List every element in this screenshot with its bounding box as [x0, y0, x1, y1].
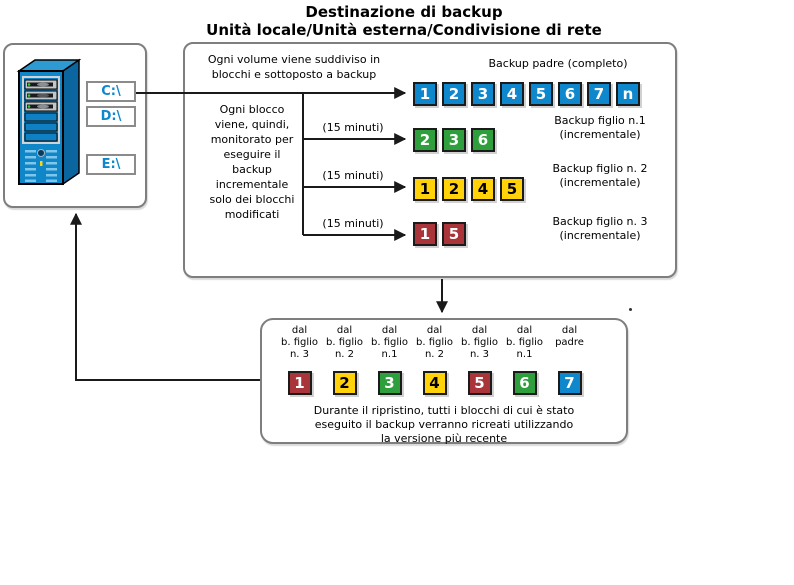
backup-process-box: Ogni volume viene suddiviso in blocchi e…: [183, 42, 677, 278]
tower-vents: [25, 150, 57, 182]
restore-source-label: dal b. figlio n. 3: [460, 325, 499, 360]
block: 2: [332, 371, 357, 395]
drive-d: D:\: [86, 106, 136, 127]
block: 7: [557, 371, 582, 395]
block: 5: [529, 82, 553, 106]
power-button: [37, 149, 45, 157]
restore-column: dal b. figlio n. 3 5: [457, 325, 502, 395]
interval-label-3: (15 minuti): [322, 217, 384, 230]
block: 3: [377, 371, 402, 395]
block: 1: [287, 371, 312, 395]
restore-source-label: dal b. figlio n. 3: [280, 325, 319, 360]
block: 7: [587, 82, 611, 106]
parent-backup-label: Backup padre (completo): [488, 57, 628, 70]
block: 5: [467, 371, 492, 395]
interval-label-1: (15 minuti): [322, 121, 384, 134]
restore-source-label: dal padre: [555, 325, 584, 348]
drive-e-label: E:\: [101, 157, 121, 172]
server-tower-illustration: [16, 58, 82, 186]
volume-split-note: Ogni volume viene suddiviso in blocchi e…: [207, 53, 381, 81]
child3-backup-blocks: 1 5: [413, 222, 466, 246]
block: 6: [512, 371, 537, 395]
restore-source-label: dal b. figlio n.1: [370, 325, 409, 360]
diagram-title: Destinazione di backup Unità locale/Unit…: [14, 3, 794, 39]
block: 2: [413, 128, 437, 152]
block: 4: [471, 177, 495, 201]
restore-column: dal b. figlio n. 2 4: [412, 325, 457, 395]
block: 1: [413, 177, 437, 201]
restore-note: Durante il ripristino, tutti i blocchi d…: [313, 404, 575, 445]
child1-backup-label: Backup figlio n.1 (incrementale): [554, 114, 646, 141]
drive-d-label: D:\: [100, 109, 122, 124]
block: 4: [422, 371, 447, 395]
child3-backup-label: Backup figlio n. 3 (incrementale): [552, 215, 648, 242]
block: 1: [413, 222, 437, 246]
block: 5: [442, 222, 466, 246]
restore-column: dal b. figlio n. 2 2: [322, 325, 367, 395]
title-line-1: Destinazione di backup: [305, 3, 503, 21]
restore-column: dal b. figlio n. 3 1: [277, 325, 322, 395]
block: n: [616, 82, 640, 106]
restore-source-label: dal b. figlio n. 2: [325, 325, 364, 360]
block: 3: [471, 82, 495, 106]
block: 2: [442, 177, 466, 201]
power-led: [40, 161, 43, 166]
interval-label-2: (15 minuti): [322, 169, 384, 182]
restore-source-label: dal b. figlio n.1: [505, 325, 544, 360]
tower-side-face: [62, 58, 80, 186]
block: 3: [442, 128, 466, 152]
restore-column: dal b. figlio n.1 3: [367, 325, 412, 395]
block: 6: [471, 128, 495, 152]
restore-column: dal b. figlio n.1 6: [502, 325, 547, 395]
child1-backup-blocks: 2 3 6: [413, 128, 495, 152]
restore-columns: dal b. figlio n. 3 1 dal b. figlio n. 2 …: [277, 325, 592, 395]
tower-drive-bays: [24, 79, 58, 142]
restore-box: dal b. figlio n. 3 1 dal b. figlio n. 2 …: [260, 318, 628, 445]
block: 5: [500, 177, 524, 201]
child2-backup-label: Backup figlio n. 2 (incrementale): [552, 162, 648, 189]
block: 2: [442, 82, 466, 106]
server-box: C:\ D:\ E:\: [3, 43, 147, 208]
stray-period: [629, 308, 632, 311]
block: 6: [558, 82, 582, 106]
child2-backup-blocks: 1 2 4 5: [413, 177, 524, 201]
title-line-2: Unità locale/Unità esterna/Condivisione …: [206, 21, 602, 39]
restore-column: dal padre 7: [547, 325, 592, 395]
drive-e: E:\: [86, 154, 136, 175]
block: 4: [500, 82, 524, 106]
drive-c: C:\: [86, 81, 136, 102]
drive-c-label: C:\: [101, 84, 121, 99]
restore-source-label: dal b. figlio n. 2: [415, 325, 454, 360]
block: 1: [413, 82, 437, 106]
parent-backup-blocks: 1 2 3 4 5 6 7 n: [413, 82, 640, 106]
tower-bay-panel: [22, 76, 60, 144]
incremental-monitor-note: Ogni blocco viene, quindi, monitorato pe…: [209, 103, 295, 221]
